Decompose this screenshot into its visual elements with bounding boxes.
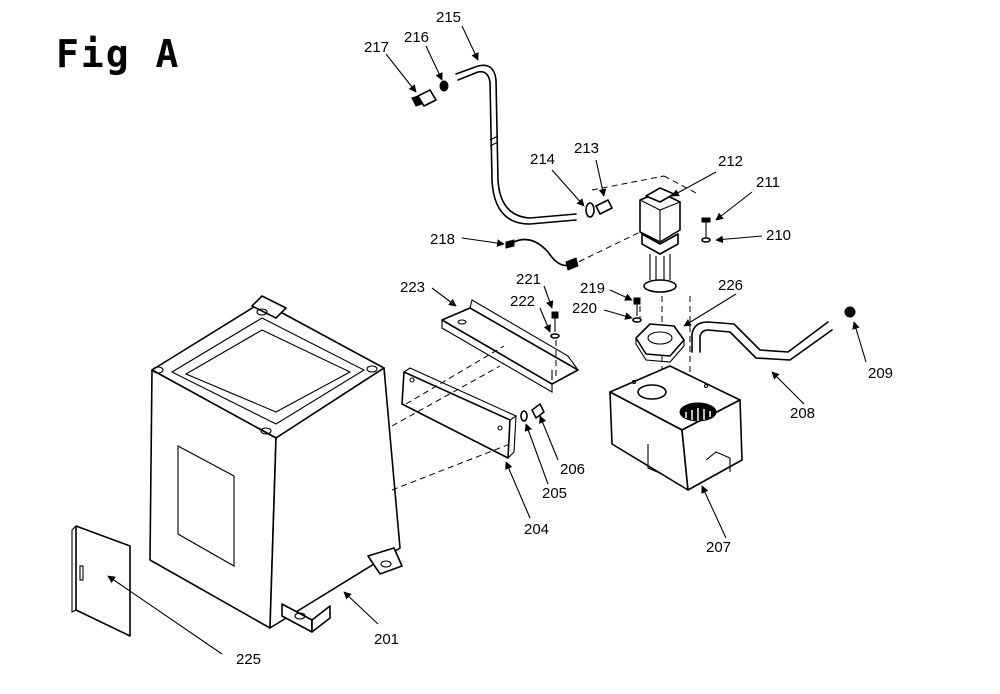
leader-lines xyxy=(107,25,867,655)
callout-206: 206 xyxy=(560,461,585,478)
power-cord-part-218 xyxy=(505,238,579,271)
callout-216: 216 xyxy=(404,29,429,46)
bolt-washer-part-210-211 xyxy=(701,217,711,243)
callout-213: 213 xyxy=(574,140,599,157)
cabinet-stand-part-201 xyxy=(149,295,403,633)
callout-214: 214 xyxy=(530,151,555,168)
nozzle-fitting-part-216-217 xyxy=(411,80,449,107)
callout-208: 208 xyxy=(790,405,815,422)
callout-labels: 201 204 205 206 207 208 209 210 211 212 … xyxy=(236,9,893,668)
coolant-hose-part-215 xyxy=(455,64,577,225)
screw-washer-part-205-206 xyxy=(520,403,545,422)
callout-204: 204 xyxy=(524,521,549,538)
callout-220: 220 xyxy=(572,300,597,317)
bolt-washer-part-221-222 xyxy=(550,311,560,339)
callout-201: 201 xyxy=(374,631,399,648)
callout-222: 222 xyxy=(510,293,535,310)
hose-fitting-part-213-214 xyxy=(585,199,613,218)
callout-218: 218 xyxy=(430,231,455,248)
callout-225: 225 xyxy=(236,651,261,668)
callout-210: 210 xyxy=(766,227,791,244)
callout-217: 217 xyxy=(364,39,389,56)
callout-223: 223 xyxy=(400,279,425,296)
callout-209: 209 xyxy=(868,365,893,382)
pump-tray-part-223 xyxy=(441,299,579,393)
return-pipe-part-208 xyxy=(691,321,833,361)
callout-212: 212 xyxy=(718,153,743,170)
figure-title: Fig A xyxy=(56,32,181,76)
pipe-cap-part-209 xyxy=(844,306,856,318)
callout-221: 221 xyxy=(516,271,541,288)
access-door-part-225 xyxy=(71,525,131,637)
screw-washer-part-219-220 xyxy=(632,297,642,323)
pump-mount-plate-part-226 xyxy=(635,323,685,363)
callout-215: 215 xyxy=(436,9,461,26)
callout-211: 211 xyxy=(756,174,780,191)
callout-226: 226 xyxy=(718,277,743,294)
callout-207: 207 xyxy=(706,539,731,556)
bracket-plate-part-204 xyxy=(401,367,518,459)
coolant-tank-part-207 xyxy=(609,365,743,491)
coolant-pump-part-212 xyxy=(639,187,681,293)
callout-219: 219 xyxy=(580,280,605,297)
callout-205: 205 xyxy=(542,485,567,502)
